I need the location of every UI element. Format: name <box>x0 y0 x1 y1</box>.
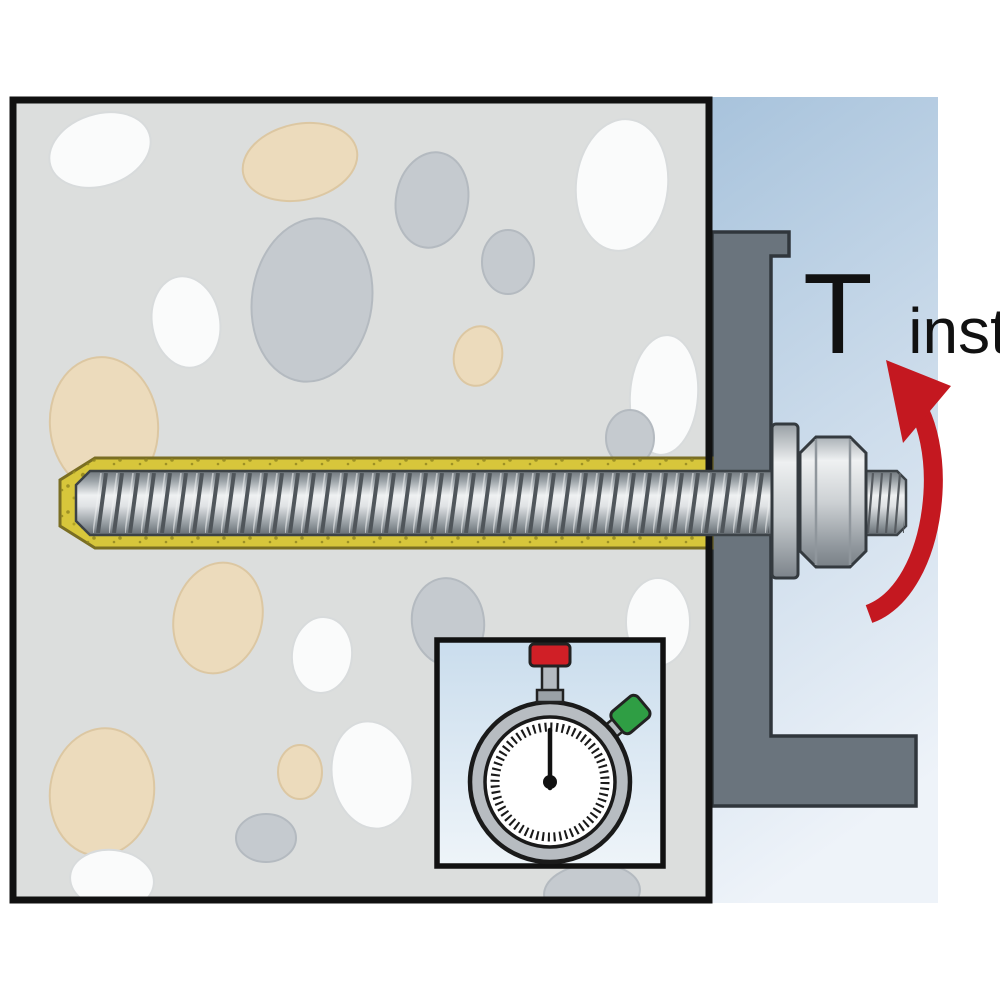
aggregate-stone <box>69 848 155 899</box>
aggregate-stone <box>235 813 297 863</box>
torque-subscript: inst <box>908 295 1000 367</box>
stopwatch-crown-collar <box>535 688 565 704</box>
aggregate-stone <box>394 151 470 249</box>
stopwatch-green-button <box>609 693 652 736</box>
nut-body <box>798 435 868 569</box>
curing-time-inset <box>434 637 666 869</box>
threaded-rod <box>74 469 908 537</box>
aggregate-stone <box>277 744 323 800</box>
torque-rotation-arrow-icon <box>865 360 951 623</box>
stopwatch-side-button-group <box>599 693 652 743</box>
torque-symbol: T <box>803 251 871 378</box>
aggregate-stone <box>574 118 670 252</box>
torque-arrow-head <box>886 360 951 443</box>
hex-nut <box>798 435 868 569</box>
aggregate-stone <box>452 325 504 387</box>
aggregate-stone <box>250 217 374 383</box>
fixture-bracket <box>710 230 918 808</box>
washer <box>770 422 800 580</box>
aggregate-stone <box>48 111 152 189</box>
aggregate-stone <box>290 616 354 694</box>
rod-end-thread-texture <box>866 473 904 533</box>
stopwatch-center-pivot <box>543 775 557 789</box>
aggregate-stone <box>330 720 414 830</box>
stopwatch-red-button <box>528 642 572 668</box>
torque-label: T inst <box>803 251 1000 378</box>
aggregate-stone <box>241 121 359 203</box>
aggregate-stone <box>172 561 264 675</box>
stopwatch-icon <box>467 642 652 865</box>
stopwatch-tick-marks <box>490 722 610 842</box>
aggregate-stones-group <box>48 111 700 899</box>
rod-thread-texture <box>93 473 769 533</box>
aggregate-stone <box>150 275 222 369</box>
aggregate-stone <box>481 229 535 295</box>
